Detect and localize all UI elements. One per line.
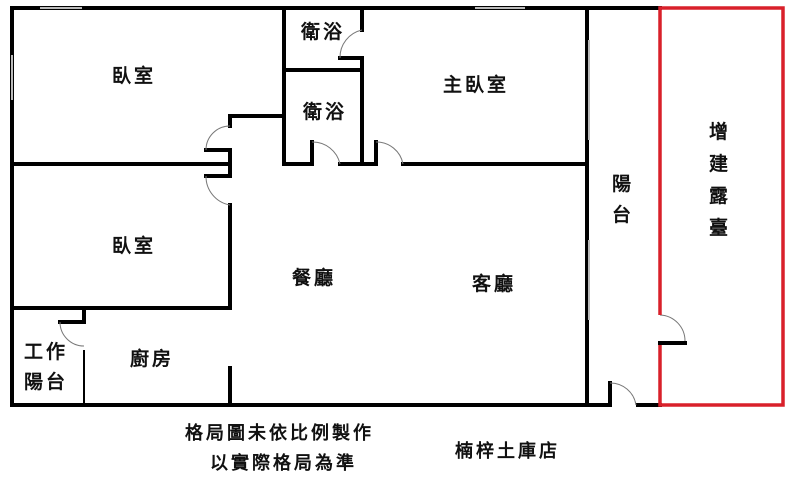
label-terrace-1: 增 [709, 120, 731, 143]
label-bathroom-2: 衛浴 [302, 100, 347, 123]
extension-terrace-outline [658, 6, 785, 407]
branch-name: 楠梓土庫店 [455, 440, 560, 462]
door-swings [59, 29, 686, 406]
label-utility-balcony-2: 陽台 [24, 370, 68, 393]
label-kitchen: 廚房 [130, 347, 174, 370]
label-terrace-2: 建 [709, 152, 731, 175]
label-living-room: 客廳 [472, 272, 516, 295]
label-balcony-2: 台 [612, 203, 634, 226]
label-bedroom-2: 臥室 [112, 234, 156, 257]
disclaimer-line-2: 以實際格局為準 [210, 452, 357, 474]
label-terrace-4: 臺 [709, 216, 731, 239]
label-balcony-1: 陽 [612, 173, 634, 195]
label-dining-room: 餐廳 [292, 266, 336, 289]
label-bathroom-1: 衛浴 [300, 20, 345, 43]
notes: 格局圖未依比例製作 以實際格局為準 楠梓土庫店 [185, 422, 560, 474]
label-utility-balcony-1: 工作 [24, 340, 68, 363]
walls [10, 6, 662, 407]
room-labels: 臥室 衛浴 衛浴 主臥室 臥室 餐廳 客廳 廚房 工作 陽台 陽 台 增 建 露… [24, 20, 731, 393]
label-master-bedroom: 主臥室 [443, 73, 509, 96]
label-terrace-3: 露 [709, 185, 731, 207]
disclaimer-line-1: 格局圖未依比例製作 [185, 422, 374, 444]
label-bedroom-1: 臥室 [112, 64, 156, 87]
